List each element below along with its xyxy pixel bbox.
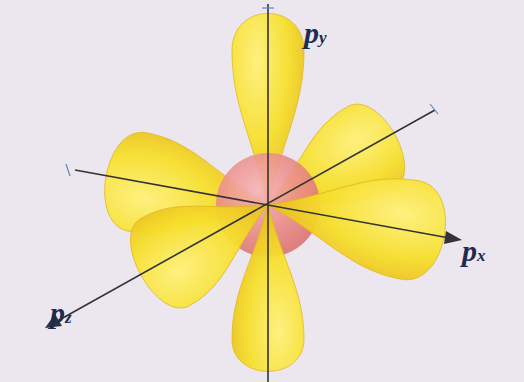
orbital-label: pz — [50, 298, 72, 328]
orbital-label: py — [304, 18, 327, 48]
pz-lobe-front — [117, 161, 292, 319]
z-axis — [52, 110, 435, 324]
x-arrowhead — [444, 231, 462, 244]
orbital-label: px — [462, 236, 486, 266]
ticks — [66, 8, 438, 176]
y-axis — [267, 4, 269, 382]
axes — [52, 4, 455, 382]
